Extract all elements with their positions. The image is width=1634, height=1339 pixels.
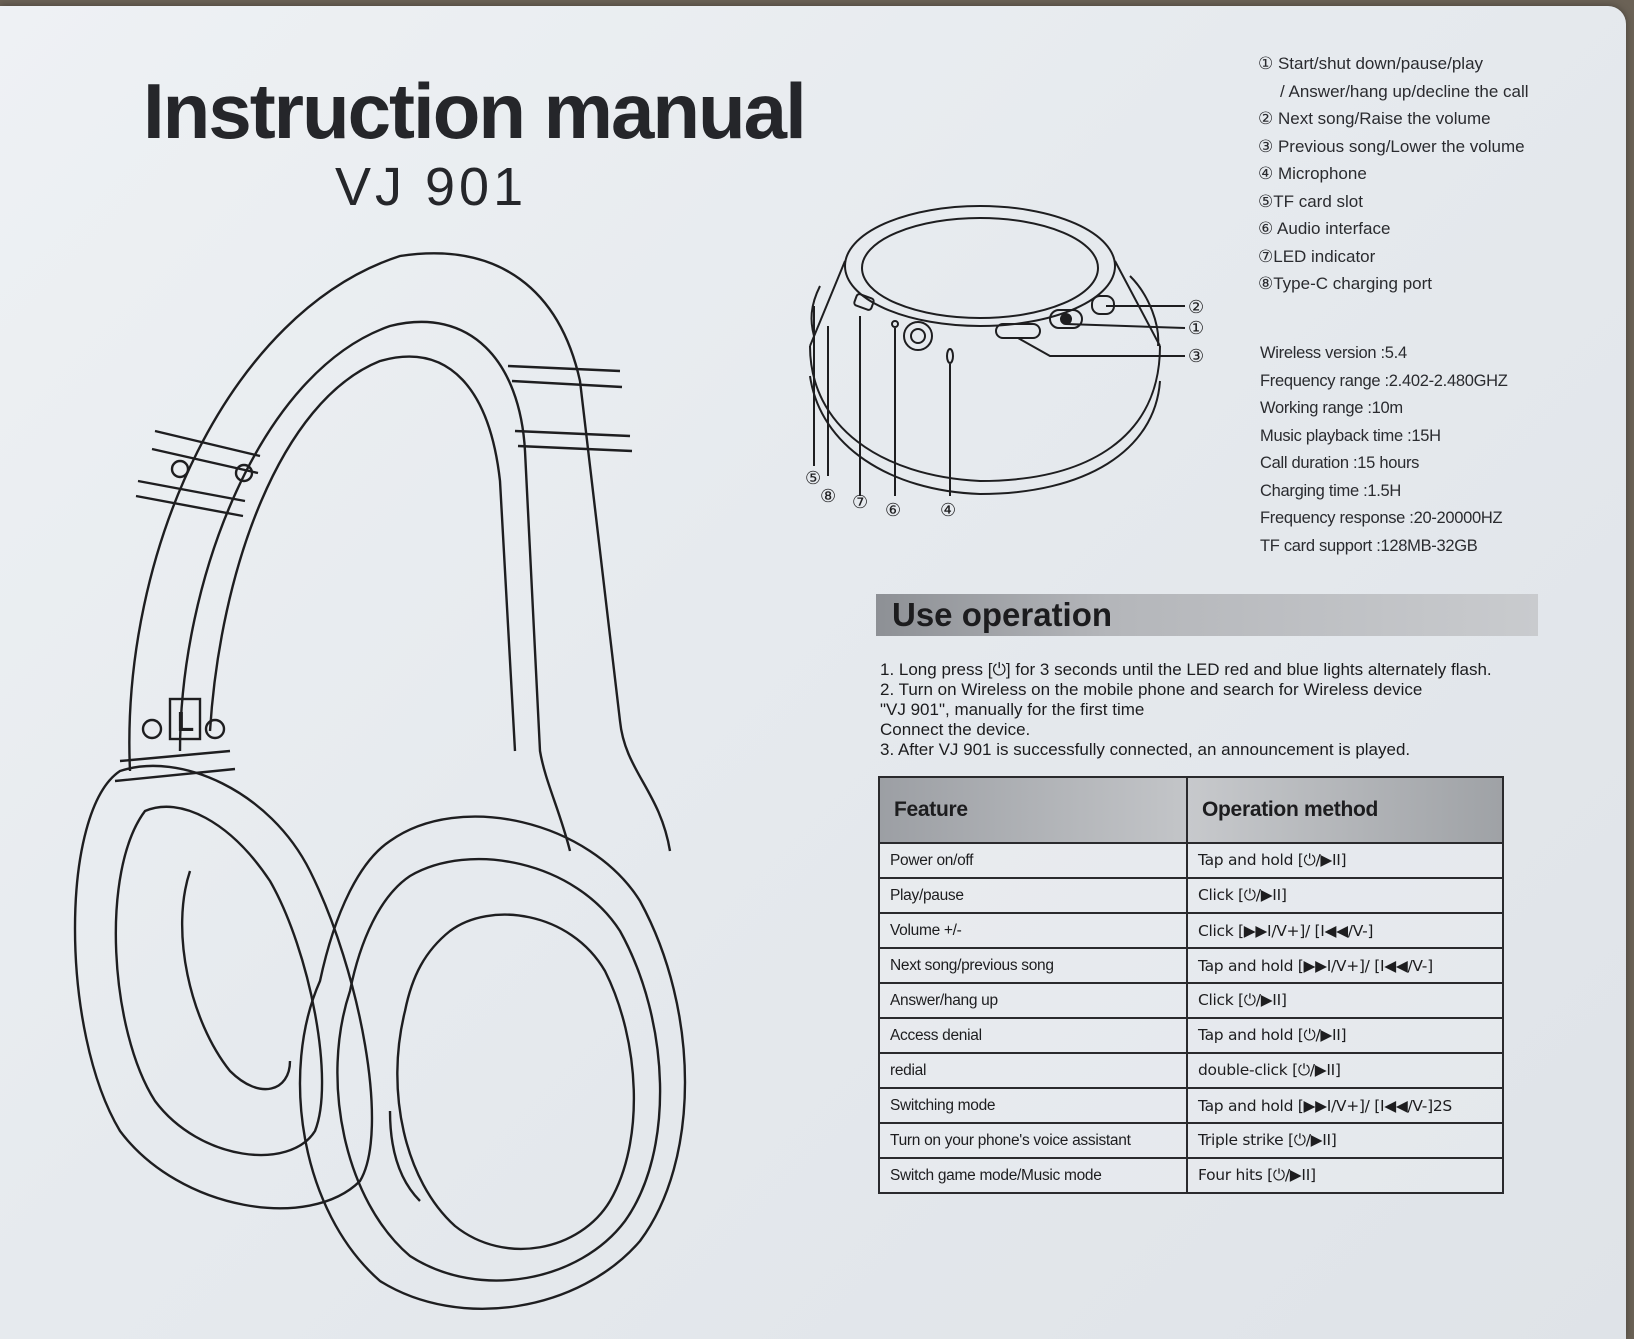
method-cell: Four hits [⏻/▶II] <box>1186 1157 1504 1194</box>
feature-cell: Next song/previous song <box>878 947 1188 984</box>
feature-cell: Volume +/- <box>878 912 1188 949</box>
method-cell: Click [⏻/▶II] <box>1186 982 1504 1019</box>
feature-cell: Switch game mode/Music mode <box>878 1157 1188 1194</box>
manual-page: Instruction manual VJ 901 L <box>0 6 1626 1339</box>
callout-1: ① <box>1188 318 1204 339</box>
header-operation-method: Operation method <box>1186 776 1504 844</box>
feature-cell: Switching mode <box>878 1087 1188 1124</box>
step-line: 1. Long press [⏻] for 3 seconds until th… <box>880 660 1492 679</box>
step-line: Connect the device. <box>880 720 1031 739</box>
spec-item: Call duration :15 hours <box>1260 454 1420 472</box>
spec-item: Music playback time :15H <box>1260 426 1441 445</box>
legend-item: ⑧Type-C charging port <box>1258 274 1432 293</box>
callout-labels: ② ① ③ ⑤ ⑧ ⑦ ⑥ ④ <box>805 297 1204 521</box>
callout-6: ⑥ <box>885 500 901 521</box>
feature-cell: Power on/off <box>878 842 1188 879</box>
legend-item: ⑤TF card slot <box>1258 191 1363 211</box>
spec-item: TF card support :128MB-32GB <box>1260 536 1478 555</box>
legend-item: ⑥ Audio interface <box>1258 219 1391 238</box>
feature-cell: Access denial <box>878 1017 1188 1054</box>
right-earcup <box>298 815 687 1310</box>
table-row: Volume +/-Click [▶▶I/V+]/ [I◀◀/V-] <box>878 912 1504 949</box>
feature-cell: Play/pause <box>878 877 1188 914</box>
method-cell: Tap and hold [▶▶I/V+]/ [I◀◀/V-] <box>1186 947 1504 984</box>
step-line: "VJ 901", manually for the first time <box>880 700 1145 719</box>
step-line: 2. Turn on Wireless on the mobile phone … <box>880 680 1423 699</box>
headband-inner <box>178 320 572 852</box>
method-cell: Click [▶▶I/V+]/ [I◀◀/V-] <box>1186 912 1504 949</box>
callout-3: ③ <box>1188 346 1204 367</box>
method-cell: Tap and hold [⏻/▶II] <box>1186 842 1504 879</box>
model-name: VJ 901 <box>335 157 528 217</box>
side-tag: L <box>177 706 194 737</box>
header-feature: Feature <box>878 776 1188 844</box>
callout-5: ⑤ <box>805 468 821 489</box>
section-header-bar <box>876 594 1538 636</box>
callout-7: ⑦ <box>852 492 868 513</box>
method-cell: Click [⏻/▶II] <box>1186 877 1504 914</box>
legend-item: ④ Microphone <box>1258 164 1367 183</box>
method-cell: double-click [⏻/▶II] <box>1186 1052 1504 1089</box>
legend-item: / Answer/hang up/decline the call <box>1280 81 1529 101</box>
operation-steps: 1. Long press [⏻] for 3 seconds until th… <box>880 660 1492 760</box>
parts-legend: ① Start/shut down/pause/play / Answer/ha… <box>1258 50 1618 298</box>
callout-4: ④ <box>940 500 956 521</box>
left-earcup <box>73 764 374 1210</box>
table-header-row: Feature Operation method <box>878 776 1504 844</box>
headphones-illustration: L <box>73 252 687 1310</box>
headband-outer <box>128 252 672 852</box>
spec-item: Frequency response :20-20000HZ <box>1260 509 1503 527</box>
feature-cell: Answer/hang up <box>878 982 1188 1019</box>
method-cell: Tap and hold [⏻/▶II] <box>1186 1017 1504 1054</box>
feature-cell: Turn on your phone's voice assistant <box>878 1122 1188 1159</box>
spec-item: Wireless version :5.4 <box>1260 344 1407 362</box>
callout-2: ② <box>1188 297 1204 318</box>
specifications: Wireless version :5.4 Frequency range :2… <box>1260 340 1508 560</box>
method-cell: Triple strike [⏻/▶II] <box>1186 1122 1504 1159</box>
spec-item: Working range :10m <box>1260 399 1403 417</box>
spec-item: Charging time :1.5H <box>1260 481 1402 500</box>
legend-item: ⑦LED indicator <box>1258 246 1376 266</box>
method-cell: Tap and hold [▶▶I/V+]/ [I◀◀/V-]2S <box>1186 1087 1504 1124</box>
section-title: Use operation <box>892 596 1113 633</box>
feature-cell: redial <box>878 1052 1188 1089</box>
callout-8: ⑧ <box>820 486 836 507</box>
spec-item: Frequency range :2.402-2.480GHZ <box>1260 371 1508 390</box>
legend-item: ① Start/shut down/pause/play <box>1258 54 1484 73</box>
legend-item: ③ Previous song/Lower the volume <box>1258 136 1525 156</box>
legend-item: ② Next song/Raise the volume <box>1258 109 1491 128</box>
page-title: Instruction manual <box>143 67 807 155</box>
step-line: 3. After VJ 901 is successfully connecte… <box>880 740 1411 759</box>
earcup-controls-diagram: ② ① ③ ⑤ ⑧ ⑦ ⑥ ④ <box>805 205 1204 521</box>
